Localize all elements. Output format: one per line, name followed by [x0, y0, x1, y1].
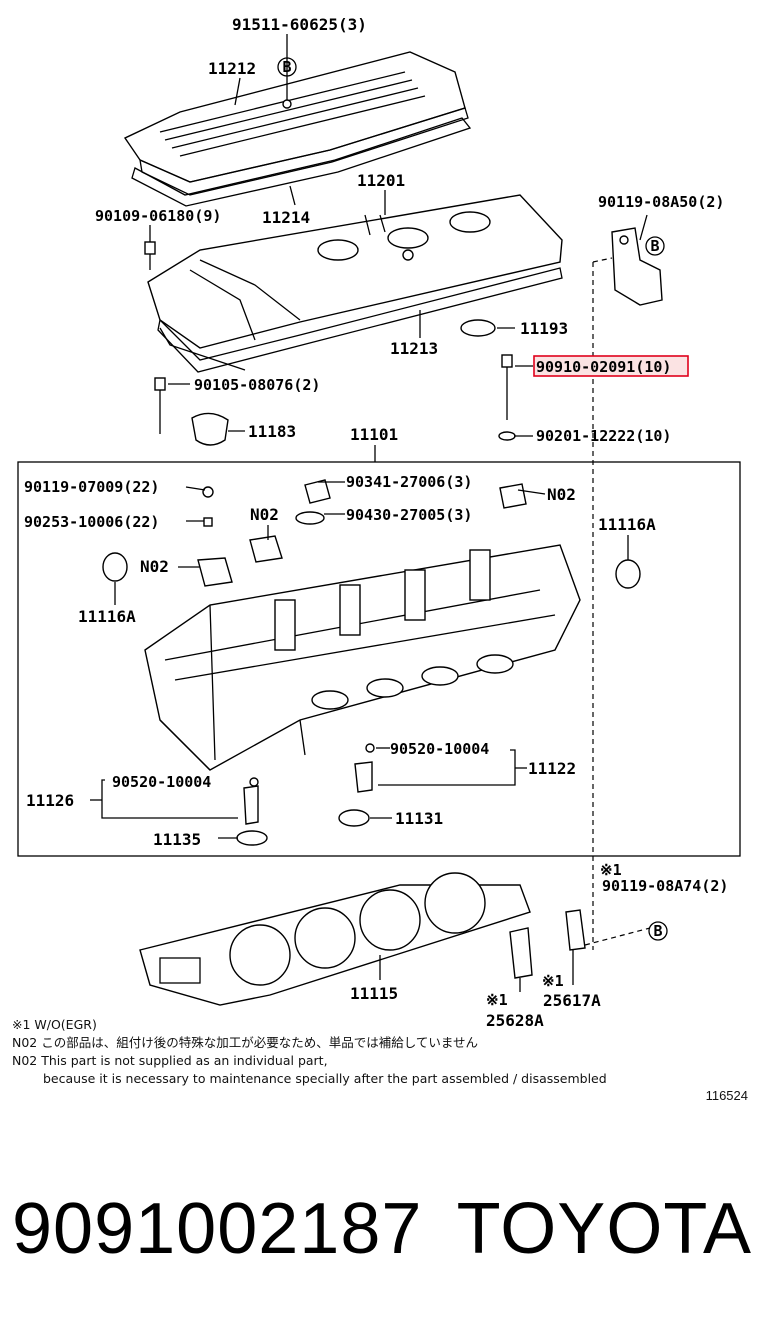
- diagram-notes: ※1 W/O(EGR) N02 この部品は、組付け後の特殊な加工が必要なため、単…: [12, 1016, 752, 1088]
- label-90253-10006[interactable]: 90253-10006(22): [24, 513, 159, 531]
- label-90119-07009[interactable]: 90119-07009(22): [24, 478, 159, 496]
- head-cover-drawing: [123, 51, 472, 207]
- note-n02-japanese: N02 この部品は、組付け後の特殊な加工が必要なため、単品では補給していません: [12, 1035, 478, 1050]
- note-egr: ※1 W/O(EGR): [12, 1017, 97, 1032]
- label-egr-mark-25628a: ※1: [486, 991, 508, 1009]
- head-gasket-drawing: [139, 872, 531, 1006]
- bracket-drawing-upper: [592, 227, 663, 306]
- label-11115[interactable]: 11115: [350, 984, 398, 1003]
- label-egr-mark-90119: ※1: [600, 861, 622, 879]
- parts-diagram: B B B 91511-60625(3) 11212 11214 11201 9…: [17, 15, 741, 1010]
- label-90119-08a74[interactable]: 90119-08A74(2): [602, 877, 728, 895]
- label-11193[interactable]: 11193: [520, 319, 568, 338]
- label-11131[interactable]: 11131: [395, 809, 443, 828]
- label-90109-06180[interactable]: 90109-06180(9): [95, 207, 221, 225]
- part-labels: 91511-60625(3) 11212 11214 11201 90109-0…: [24, 15, 728, 1010]
- footer-brand: TOYOTA: [456, 1189, 752, 1269]
- bolt-drawings: [144, 241, 516, 446]
- label-n02-center[interactable]: N02: [250, 505, 279, 524]
- label-11214[interactable]: 11214: [262, 208, 310, 227]
- cylinder-head-box: [17, 461, 741, 857]
- label-25617a[interactable]: 25617A: [543, 991, 601, 1010]
- label-11183[interactable]: 11183: [248, 422, 296, 441]
- label-11101[interactable]: 11101: [350, 425, 398, 444]
- valve-cover-drawing: [147, 194, 563, 373]
- label-11213[interactable]: 11213: [390, 339, 438, 358]
- label-11126[interactable]: 11126: [26, 791, 74, 810]
- note-n02-english: N02 This part is not supplied as an indi…: [12, 1053, 328, 1068]
- label-11212[interactable]: 11212: [208, 59, 256, 78]
- label-11116a-left[interactable]: 11116A: [78, 607, 136, 626]
- highlight-box: [533, 355, 689, 377]
- label-n02-left[interactable]: N02: [140, 557, 169, 576]
- diagram-id: 116524: [705, 1088, 748, 1103]
- label-11116a-right[interactable]: 11116A: [598, 515, 656, 534]
- svg-text:B: B: [653, 922, 662, 940]
- label-11201[interactable]: 11201: [357, 171, 405, 190]
- callout-b-top: B: [277, 57, 297, 77]
- label-90520-10004-right[interactable]: 90520-10004: [390, 740, 489, 758]
- cylinder-head-drawing: [102, 479, 641, 846]
- footer-banner: 9091002187 TOYOTA: [12, 1188, 752, 1270]
- label-90520-10004-left[interactable]: 90520-10004: [112, 773, 211, 791]
- label-90119-08a50[interactable]: 90119-08A50(2): [598, 193, 724, 211]
- note-n02-english-cont: because it is necessary to maintenance s…: [43, 1071, 607, 1086]
- label-90910-02091[interactable]: 90910-02091(10): [536, 358, 671, 376]
- callout-b-bottom: B: [648, 921, 668, 941]
- leader-lines: [90, 34, 648, 992]
- callout-b-bracket: B: [645, 236, 665, 256]
- label-90430-27005[interactable]: 90430-27005(3): [346, 506, 472, 524]
- label-n02-right[interactable]: N02: [547, 485, 576, 504]
- svg-text:B: B: [282, 58, 291, 76]
- svg-text:B: B: [650, 237, 659, 255]
- label-25628a[interactable]: 25628A: [486, 1011, 544, 1030]
- label-11122[interactable]: 11122: [528, 759, 576, 778]
- label-11135[interactable]: 11135: [153, 830, 201, 849]
- label-90105-08076[interactable]: 90105-08076(2): [194, 376, 320, 394]
- label-90201-12222[interactable]: 90201-12222(10): [536, 427, 671, 445]
- label-91511-60625[interactable]: 91511-60625(3): [232, 15, 367, 34]
- egr-plate-drawings: [509, 262, 651, 979]
- footer-part-number: 9091002187: [12, 1189, 423, 1269]
- label-egr-mark-25617a: ※1: [542, 972, 564, 990]
- label-90341-27006[interactable]: 90341-27006(3): [346, 473, 472, 491]
- label-row-25628a: 25628A: [486, 1011, 544, 1030]
